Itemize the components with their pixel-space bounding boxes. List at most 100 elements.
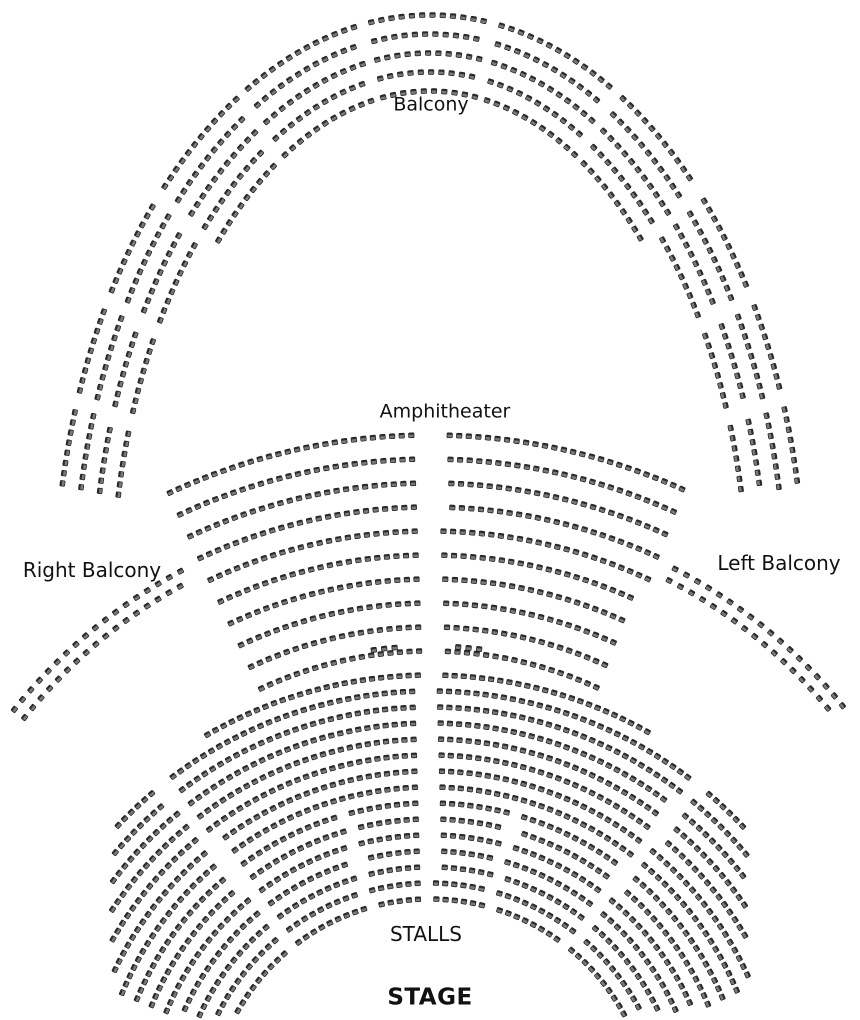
seat[interactable] [393, 801, 401, 808]
seat[interactable] [323, 683, 331, 691]
seat[interactable] [686, 291, 694, 300]
seat[interactable] [264, 862, 273, 871]
seat[interactable] [545, 566, 553, 573]
seat[interactable] [294, 92, 303, 101]
seat[interactable] [168, 930, 177, 939]
seat[interactable] [729, 885, 738, 895]
seat[interactable] [349, 43, 358, 51]
seat[interactable] [733, 454, 740, 463]
seat[interactable] [184, 761, 193, 770]
seat[interactable] [407, 69, 414, 77]
seat[interactable] [619, 1009, 628, 1018]
seat[interactable] [136, 267, 144, 276]
seat[interactable] [350, 23, 358, 31]
seat[interactable] [546, 85, 555, 94]
seat[interactable] [600, 182, 609, 192]
seat[interactable] [333, 511, 342, 519]
seat[interactable] [201, 473, 210, 482]
seat[interactable] [265, 718, 273, 727]
seat[interactable] [234, 589, 243, 598]
seat[interactable] [240, 859, 249, 868]
seat[interactable] [545, 771, 554, 779]
seat[interactable] [156, 802, 165, 811]
seat[interactable] [327, 732, 336, 739]
seat[interactable] [466, 770, 474, 777]
seat[interactable] [164, 297, 172, 306]
seat[interactable] [709, 602, 718, 611]
seat[interactable] [252, 813, 261, 821]
seat[interactable] [374, 771, 382, 779]
seat[interactable] [292, 919, 302, 928]
seat[interactable] [106, 426, 114, 434]
seat[interactable] [466, 457, 474, 464]
seat[interactable] [357, 100, 366, 109]
seat[interactable] [204, 935, 214, 945]
seat[interactable] [220, 492, 229, 500]
seat[interactable] [414, 672, 422, 679]
seat[interactable] [257, 480, 265, 488]
seat[interactable] [336, 713, 344, 721]
seat[interactable] [643, 908, 652, 917]
seat[interactable] [579, 838, 588, 847]
seat[interactable] [360, 905, 368, 913]
seat[interactable] [134, 955, 143, 964]
seat[interactable] [467, 818, 475, 826]
seat[interactable] [255, 177, 264, 186]
seat[interactable] [304, 840, 313, 849]
seat[interactable] [673, 973, 682, 983]
seat[interactable] [278, 696, 287, 704]
seat[interactable] [227, 717, 236, 726]
seat[interactable] [527, 699, 535, 707]
seat[interactable] [143, 939, 152, 948]
seat[interactable] [280, 598, 289, 606]
seat[interactable] [476, 482, 484, 489]
seat[interactable] [114, 869, 124, 878]
seat[interactable] [314, 685, 322, 693]
seat[interactable] [424, 50, 432, 56]
seat[interactable] [194, 793, 203, 802]
seat[interactable] [745, 418, 753, 426]
seat[interactable] [484, 788, 492, 796]
seat[interactable] [613, 922, 622, 932]
seat[interactable] [246, 458, 255, 466]
seat[interactable] [556, 643, 564, 652]
seat[interactable] [193, 980, 202, 989]
seat[interactable] [686, 209, 695, 219]
seat[interactable] [252, 582, 261, 591]
seat[interactable] [770, 362, 778, 371]
seat[interactable] [465, 737, 473, 745]
seat[interactable] [553, 723, 562, 731]
seat[interactable] [591, 605, 600, 613]
seat[interactable] [253, 100, 262, 110]
seat[interactable] [476, 836, 484, 843]
seat[interactable] [451, 897, 459, 904]
seat[interactable] [129, 827, 139, 837]
seat[interactable] [267, 898, 276, 907]
seat[interactable] [668, 781, 677, 790]
seat[interactable] [673, 156, 682, 165]
seat[interactable] [684, 858, 693, 867]
seat[interactable] [383, 786, 391, 793]
seat[interactable] [179, 187, 188, 196]
seat[interactable] [709, 885, 718, 895]
seat[interactable] [700, 900, 709, 909]
seat[interactable] [414, 624, 422, 631]
seat[interactable] [783, 415, 791, 424]
seat[interactable] [383, 770, 391, 777]
seat[interactable] [261, 94, 270, 103]
seat[interactable] [483, 756, 491, 763]
seat[interactable] [594, 866, 603, 875]
seat[interactable] [160, 182, 169, 191]
seat[interactable] [391, 737, 399, 744]
seat[interactable] [664, 839, 673, 848]
seat[interactable] [650, 156, 659, 166]
seat[interactable] [212, 819, 221, 828]
seat[interactable] [678, 485, 686, 493]
seat[interactable] [447, 456, 454, 463]
seat[interactable] [375, 803, 383, 811]
seat[interactable] [599, 582, 608, 591]
seat[interactable] [509, 712, 517, 719]
seat[interactable] [652, 526, 661, 534]
seat[interactable] [656, 165, 666, 174]
seat[interactable] [511, 108, 520, 117]
